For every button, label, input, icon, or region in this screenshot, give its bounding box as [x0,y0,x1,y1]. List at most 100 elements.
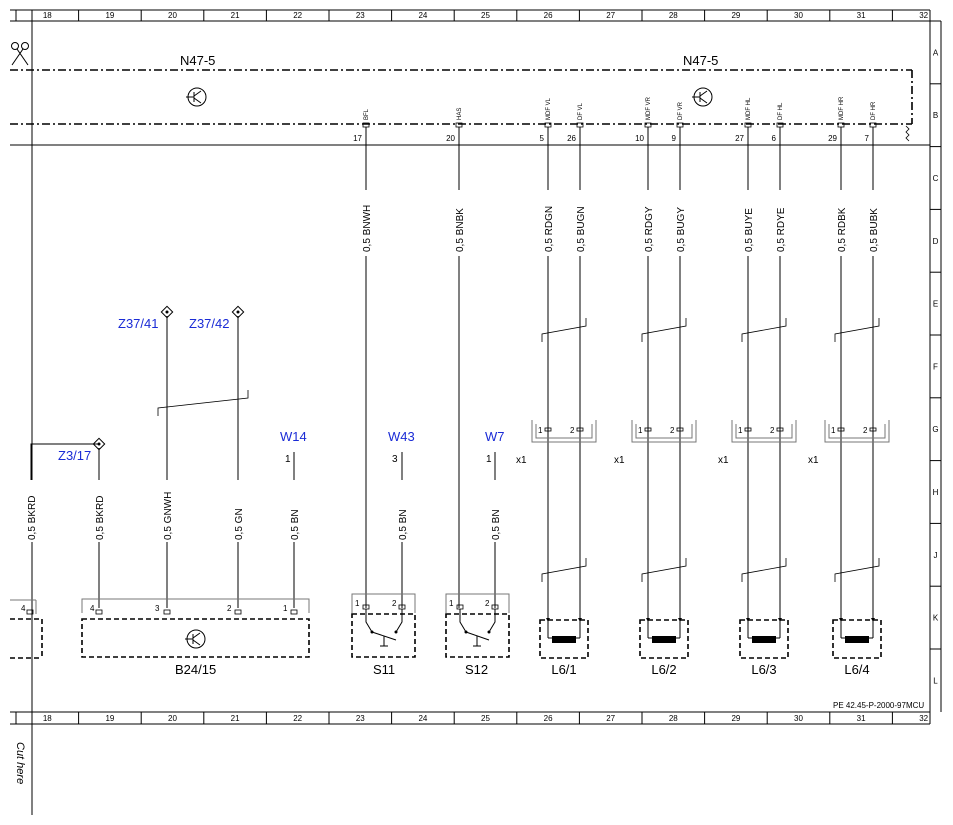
b24-pin-1: 1 [283,604,288,613]
module-pin-name: MDF HR [839,96,845,120]
ruler-number: 26 [544,11,553,20]
twisted-pair-mark [541,558,587,582]
wire-label-gap [400,480,404,542]
wire-label: 0,5 BN [290,509,301,540]
x1-pin-socket [744,427,752,432]
x1-pin-socket [869,427,877,432]
module-pin-number: 9 [672,134,677,143]
twisted-pair-mark [641,558,687,582]
x1-connector-housing [631,420,697,443]
module-label-left: N47-5 [180,53,215,68]
sensor-housing [832,619,882,659]
x1-pin-number: 2 [863,426,868,435]
z3-17-connector: Z3/17 [30,437,106,608]
ruler-number: 20 [168,11,177,20]
twisted-pair-mark [541,318,587,342]
wire-label: 0,5 BNBK [455,208,466,252]
x1-pin-socket [676,427,684,432]
module-pin-name: BFL [364,108,370,120]
ruler-number: 27 [606,11,615,20]
ruler-number: 21 [231,11,240,20]
ruler-number: 32 [919,11,928,20]
twisted-pair-mark [641,318,687,342]
ruler-number: 18 [43,11,52,20]
wire-label-gap [236,480,240,542]
b24-pin-2: 2 [227,604,232,613]
ruler-number: 27 [606,714,615,723]
wire-label: 0,5 RDBK [837,207,848,252]
ruler-number: 19 [105,11,114,20]
wire-label: 0,5 BKRD [95,496,106,540]
row-letter: J [934,551,938,560]
w14-label: W14 [280,429,307,444]
ruler-number: 29 [731,714,740,723]
z37-41-label: Z37/41 [118,316,158,331]
scissors-icon [11,42,29,66]
left-stub-component: 4 [10,599,43,659]
ruler-number: 30 [794,11,803,20]
ruler-number: 25 [481,11,490,20]
s12-pin-1: 1 [449,599,454,608]
sensor-housing [739,619,789,659]
x1-label: x1 [614,455,625,466]
x1-connector-housing [731,420,797,443]
x1-connector-inner [828,424,886,439]
ruler-number: 31 [857,714,866,723]
x1-pin-number: 1 [638,426,643,435]
ruler-number: 28 [669,714,678,723]
s11-pin-2: 2 [392,599,397,608]
twisted-pair-mark [157,390,249,416]
sensor-label: L6/1 [551,662,576,677]
x1-pin-number: 1 [738,426,743,435]
sensor-coil [652,636,676,643]
s12-label: S12 [465,662,488,677]
x1-pin-number: 2 [570,426,575,435]
sensor-housing [539,619,589,659]
wire-label: 0,5 RDGN [544,206,555,252]
w7-pin: 1 [486,454,492,465]
wire-label: 0,5 BUGY [676,207,687,252]
ruler-number: 24 [418,11,427,20]
sensor-label: L6/2 [651,662,676,677]
twisted-pair-mark [741,558,787,582]
ruler-number: 18 [43,714,52,723]
wire-label-gap [97,480,101,542]
x1-connector-housing [531,420,597,443]
transistor-icon [186,87,207,107]
module-pin-number: 20 [446,134,455,143]
w43-label: W43 [388,429,415,444]
module-pin-number: 29 [828,134,837,143]
sensor-coil [752,636,776,643]
wire-label: 0,5 BUBK [869,208,880,252]
sensor-housing [639,619,689,659]
w14-pin: 1 [285,454,291,465]
ruler-number: 28 [669,11,678,20]
w43-pin: 3 [392,454,398,465]
x1-pin-number: 1 [831,426,836,435]
ruler-number: 23 [356,11,365,20]
ruler-number: 25 [481,714,490,723]
sensor-label: L6/3 [751,662,776,677]
x1-pin-number: 1 [538,426,543,435]
s11-switch: 1 2 S11 [351,593,416,677]
wire-label-gap [493,480,497,542]
z37-42-connector: Z37/42 [189,305,245,608]
module-label-right: N47-5 [683,53,718,68]
left-stub-pin: 4 [21,604,26,613]
x1-pin-socket [776,427,784,432]
cut-here-label: Cut here [14,742,26,784]
ruler-number: 26 [544,714,553,723]
s11-label: S11 [373,662,395,677]
ruler-number: 29 [731,11,740,20]
row-letter: B [933,111,938,120]
x1-pin-socket [544,427,552,432]
x1-pin-socket [644,427,652,432]
row-letter: C [933,174,939,183]
module-pin-number: 6 [772,134,777,143]
